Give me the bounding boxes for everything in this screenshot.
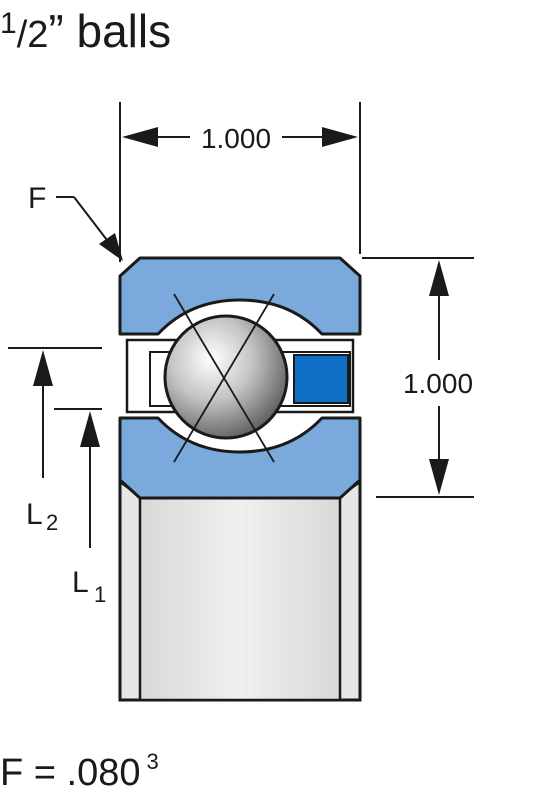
- title-numerator: 1: [0, 7, 17, 40]
- contact-angle-lines: [173, 293, 275, 463]
- l1-subscript: 1: [94, 582, 106, 607]
- ball: [163, 314, 289, 440]
- l1-dimension: [54, 408, 102, 548]
- chamfer-formula-superscript: 3: [146, 749, 159, 774]
- height-dimension-label: 1.000: [403, 368, 473, 399]
- bearing-title: 1/2” balls: [0, 0, 171, 63]
- title-rest: ” balls: [48, 5, 172, 57]
- chamfer-leader: [56, 196, 123, 261]
- l1-label: L: [72, 566, 89, 599]
- width-dimension-label: 1.000: [201, 123, 271, 154]
- l2-letter: L: [26, 498, 43, 531]
- inner-ring: [118, 416, 362, 500]
- l2-subscript: 2: [46, 510, 58, 535]
- chamfer-formula-text: F = .080: [0, 752, 141, 794]
- height-dimension: [362, 257, 474, 498]
- l2-label: L: [26, 498, 43, 531]
- chamfer-label: F: [28, 182, 46, 215]
- seal: [293, 354, 349, 404]
- width-dimension: [119, 102, 361, 262]
- outer-ring: [118, 256, 362, 336]
- l2-dimension: [8, 347, 102, 478]
- title-denominator: 2: [27, 14, 49, 56]
- l1-letter: L: [72, 566, 89, 599]
- shaft-section: [118, 480, 362, 702]
- title-slash: /: [16, 14, 28, 56]
